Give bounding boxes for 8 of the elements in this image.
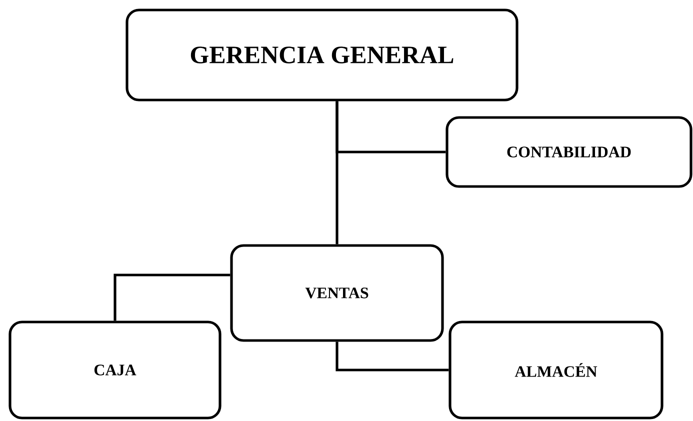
org-box: CONTABILIDAD bbox=[446, 116, 692, 188]
org-box: CAJA bbox=[8, 320, 222, 420]
connector-line bbox=[114, 274, 230, 321]
org-box: ALMACÉN bbox=[448, 320, 664, 420]
org-box: GERENCIA GENERAL bbox=[126, 8, 518, 102]
connector-line bbox=[336, 342, 449, 372]
org-box: VENTAS bbox=[230, 244, 444, 342]
connector-line bbox=[336, 101, 446, 154]
